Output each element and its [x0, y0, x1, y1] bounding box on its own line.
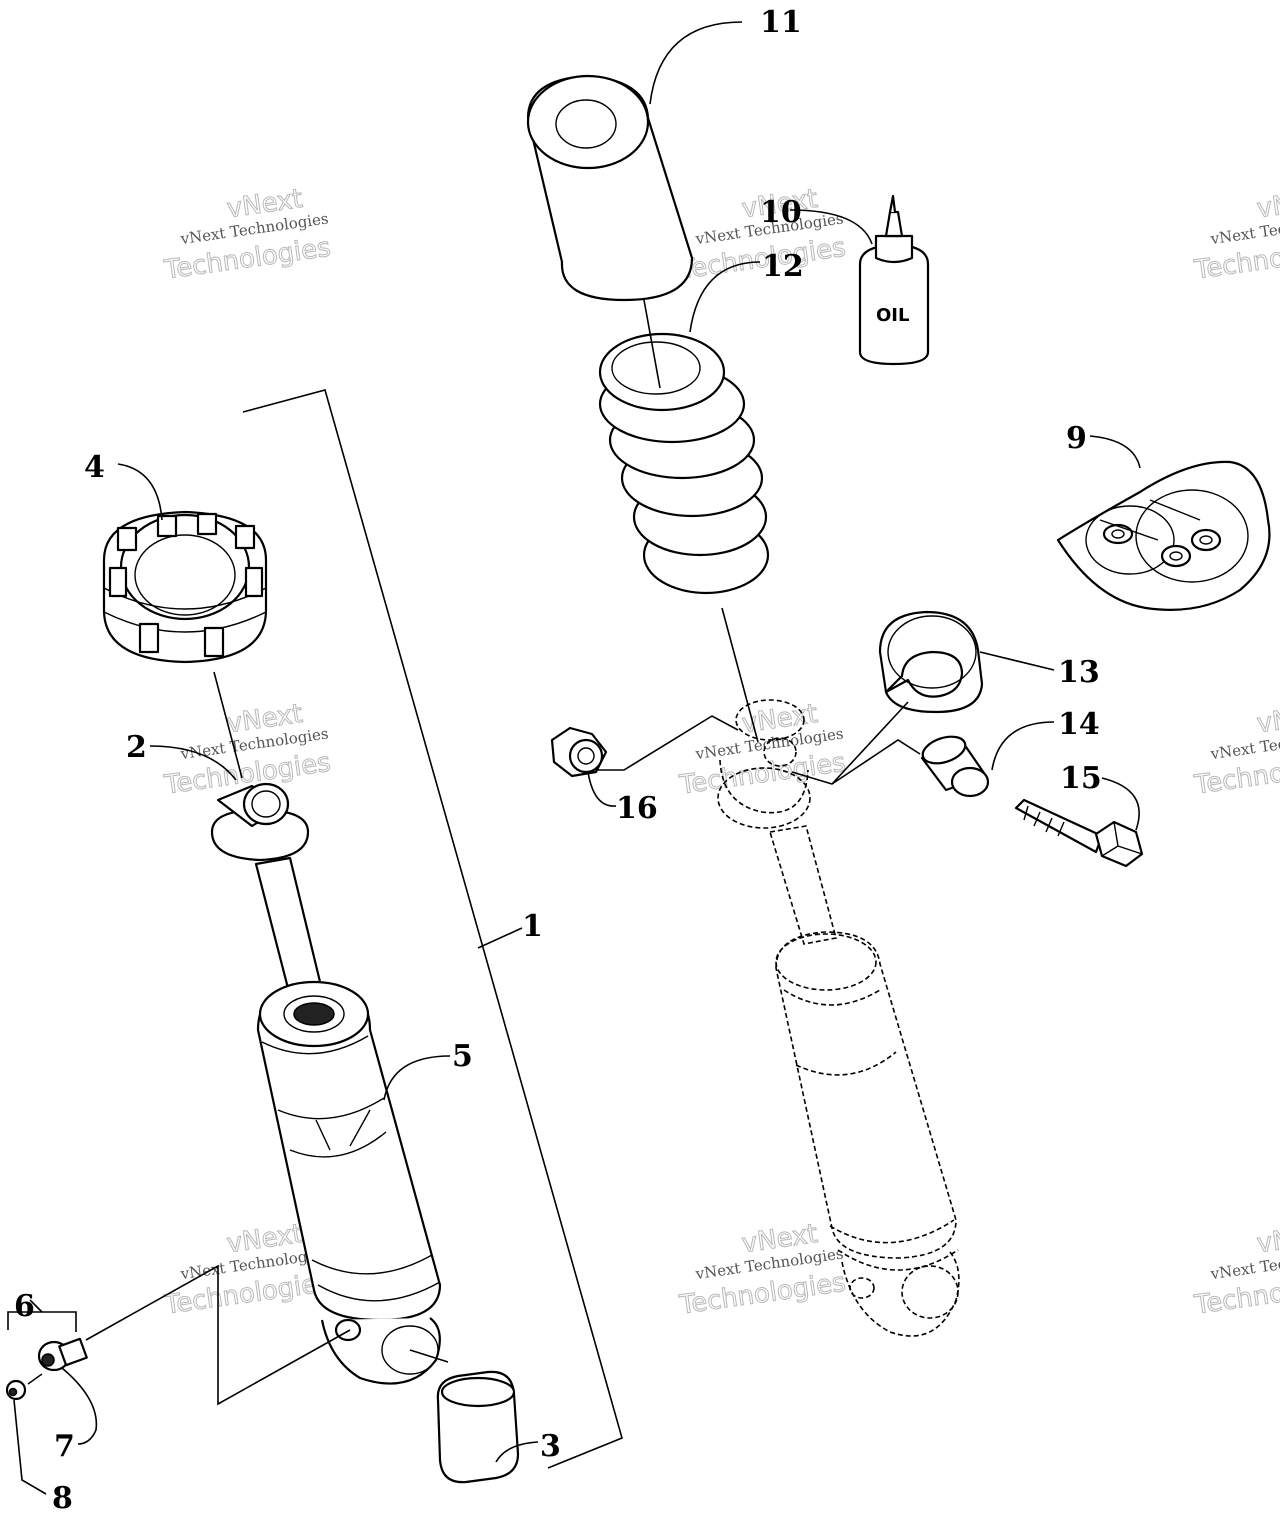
callout-11: 11 [760, 5, 802, 40]
callout-16: 16 [616, 791, 658, 826]
spring-axis-line [721, 607, 759, 743]
valve-axis-line [85, 1264, 351, 1406]
callout-5: 5 [452, 1039, 473, 1074]
seal-kit [1056, 460, 1271, 611]
assembled-shock-phantom [717, 699, 960, 1337]
axis-line-lower [409, 1349, 449, 1363]
axis-line-upper [213, 671, 243, 779]
watermark-line2: vNext [1255, 1219, 1280, 1259]
leader-14 [991, 721, 1055, 771]
callout-1: 1 [522, 909, 543, 944]
leader-6 [29, 1299, 43, 1313]
top-eye-bushing [210, 782, 310, 862]
leader-13 [979, 651, 1055, 671]
leader-8 [13, 1399, 47, 1495]
leader-11 [649, 21, 743, 105]
leader-1 [477, 927, 523, 949]
watermark-8: vNext vNext Technologies Technologies [676, 1218, 848, 1321]
spring-retainer [878, 610, 984, 714]
callout-9: 9 [1066, 421, 1087, 456]
callout-8: 8 [52, 1481, 73, 1516]
watermark-6: vNext vNext Technologies Technologies [1191, 698, 1280, 801]
callout-10: 10 [760, 195, 802, 230]
leader-4 [117, 463, 163, 521]
assembly-bracket [242, 389, 623, 1469]
spring-cover [526, 74, 694, 302]
leader-2 [149, 745, 237, 781]
watermark-9: vNext vNext Technologies Technologies [1191, 1218, 1280, 1321]
watermark-line2: vNext [1255, 184, 1280, 224]
callout-4: 4 [84, 450, 105, 485]
leader-16 [587, 771, 617, 807]
callout-12: 12 [762, 249, 804, 284]
callout-7: 7 [54, 1429, 75, 1464]
callout-13: 13 [1058, 655, 1100, 690]
oil-bottle: OIL [858, 194, 930, 366]
shock-body [254, 856, 442, 1385]
leader-12 [689, 261, 761, 333]
callout-15: 15 [1060, 761, 1102, 796]
leader-10 [789, 209, 873, 245]
spacer-sleeve [920, 735, 990, 798]
adjuster-ring [102, 510, 268, 664]
nitrogen-valve [5, 1337, 88, 1401]
callout-6: 6 [14, 1289, 35, 1324]
watermark-line2: vNext [1255, 699, 1280, 739]
leader-9 [1089, 435, 1141, 469]
bolt-axis-line [598, 701, 921, 785]
callout-14: 14 [1058, 707, 1100, 742]
callout-3: 3 [540, 1429, 561, 1464]
callout-2: 2 [126, 730, 147, 765]
watermark-5: vNext vNext Technologies Technologies [676, 698, 848, 801]
lower-bushing [436, 1370, 520, 1484]
mounting-bolt [1014, 798, 1144, 868]
leader-5 [383, 1055, 451, 1101]
leader-15 [1101, 777, 1140, 831]
oil-label: OIL [876, 305, 909, 326]
leader-3 [495, 1441, 539, 1463]
lock-nut [550, 726, 608, 778]
watermark-3: vNext vNext Technologies Technologies [1191, 183, 1280, 286]
watermark-1: vNext vNext Technologies Technologies [161, 183, 333, 286]
leader-7 [61, 1367, 98, 1445]
coil-spring [598, 299, 770, 595]
